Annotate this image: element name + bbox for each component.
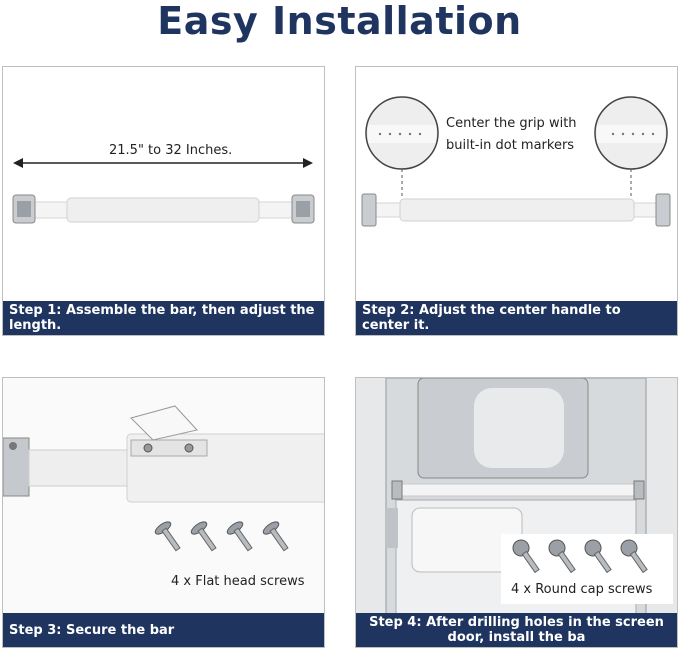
flat-head-screws — [154, 521, 289, 552]
bar-illustration — [12, 158, 315, 224]
step3-caption: Step 3: Secure the bar — [3, 613, 324, 647]
bar-handle — [399, 198, 635, 222]
plate-screw-left — [143, 443, 153, 453]
secure-bar-illustration — [3, 378, 324, 618]
measurement-label: 21.5" to 32 Inches. — [109, 143, 233, 158]
center-handle-illustration — [361, 96, 671, 227]
installed-bar — [399, 483, 637, 497]
step2-caption: Step 2: Adjust the center handle to cent… — [356, 301, 677, 335]
end-cap-left — [361, 193, 377, 227]
step1-caption: Step 1: Assemble the bar, then adjust th… — [3, 301, 324, 335]
zoom-bar-right — [597, 125, 665, 143]
step4-panel: 4 x Round cap screws Step 4: After drill… — [355, 377, 678, 648]
hinge — [386, 508, 398, 548]
bar-tube — [28, 449, 140, 487]
page-title: Easy Installation — [157, 0, 522, 43]
screw-plate — [130, 439, 208, 457]
lifted-tab — [130, 405, 198, 441]
zoom-bar-left — [368, 125, 436, 143]
plate-screw-right — [184, 443, 194, 453]
step1-panel: 21.5" to 32 Inches. Step 1: Assemble the… — [2, 66, 325, 336]
dot-markers-left — [378, 132, 422, 136]
step3-panel: 4 x Flat head screws Step 3: Secure the … — [2, 377, 325, 648]
screw-label: 4 x Flat head screws — [171, 574, 305, 589]
end-cap-right-inner — [296, 201, 310, 217]
note-line-2: built-in dot markers — [446, 138, 575, 153]
step2-panel: Center the grip with built-in dot marker… — [355, 66, 678, 336]
arrow-left-head — [13, 158, 23, 168]
bar-handle — [66, 197, 260, 223]
bracket-screw — [9, 442, 17, 450]
end-cap-right — [655, 193, 671, 227]
bar-cap-left — [391, 480, 403, 500]
round-cap-screws — [512, 539, 648, 574]
flap-window — [474, 388, 564, 468]
bar-cap-right — [633, 480, 645, 500]
note-line-1: Center the grip with — [446, 116, 577, 131]
end-cap-left-inner — [17, 201, 31, 217]
dot-markers-right — [611, 132, 655, 136]
screw-label: 4 x Round cap screws — [511, 582, 653, 597]
arrow-right-head — [303, 158, 313, 168]
step4-caption: Step 4: After drilling holes in the scre… — [356, 613, 677, 647]
screw-inset: 4 x Round cap screws — [501, 534, 673, 604]
